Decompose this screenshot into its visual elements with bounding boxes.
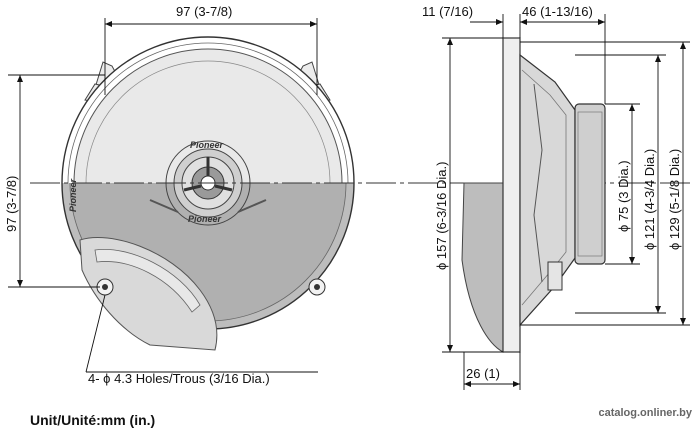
unit-label: Unit/Unité:mm (in.): [30, 412, 155, 428]
front-view: Pioneer Pioneer Pioneer: [61, 36, 355, 351]
mount-depth-label: 26 (1): [466, 366, 500, 381]
grille-lower-half: [61, 183, 355, 351]
side-dimensions: [442, 14, 690, 390]
screw-holes: [96, 278, 326, 296]
watermark: catalog.onliner.by: [598, 407, 692, 419]
dia-129-label: ϕ 129 (5-1/8 Dia.): [667, 149, 682, 250]
brand-logo-side: Pioneer: [68, 178, 78, 212]
front-width-label: 97 (3-7/8): [176, 4, 232, 19]
front-dimensions: [8, 18, 318, 373]
side-view: [461, 37, 606, 353]
dia-75-label: ϕ 75 (3 Dia.): [616, 160, 631, 232]
holes-label: 4- ϕ 4.3 Holes/Trous (3/16 Dia.): [88, 371, 270, 386]
brand-logo-top: Pioneer: [190, 140, 224, 150]
flange-depth-label: 11 (7/16): [422, 4, 473, 19]
mount-flange: [502, 37, 521, 353]
brand-logo-bottom: Pioneer: [188, 214, 222, 224]
terminal: [547, 261, 563, 291]
body-depth-label: 46 (1-13/16): [522, 4, 593, 19]
dia-121-label: ϕ 121 (4-3/4 Dia.): [642, 149, 657, 250]
grille-upper-half: [61, 36, 355, 183]
grille-lip: [461, 182, 504, 353]
magnet: [574, 103, 606, 265]
grille-slots: [149, 199, 267, 213]
dia-157-label: ϕ 157 (6-3/16 Dia.): [434, 162, 449, 270]
front-height-label: 97 (3-7/8): [4, 176, 19, 232]
